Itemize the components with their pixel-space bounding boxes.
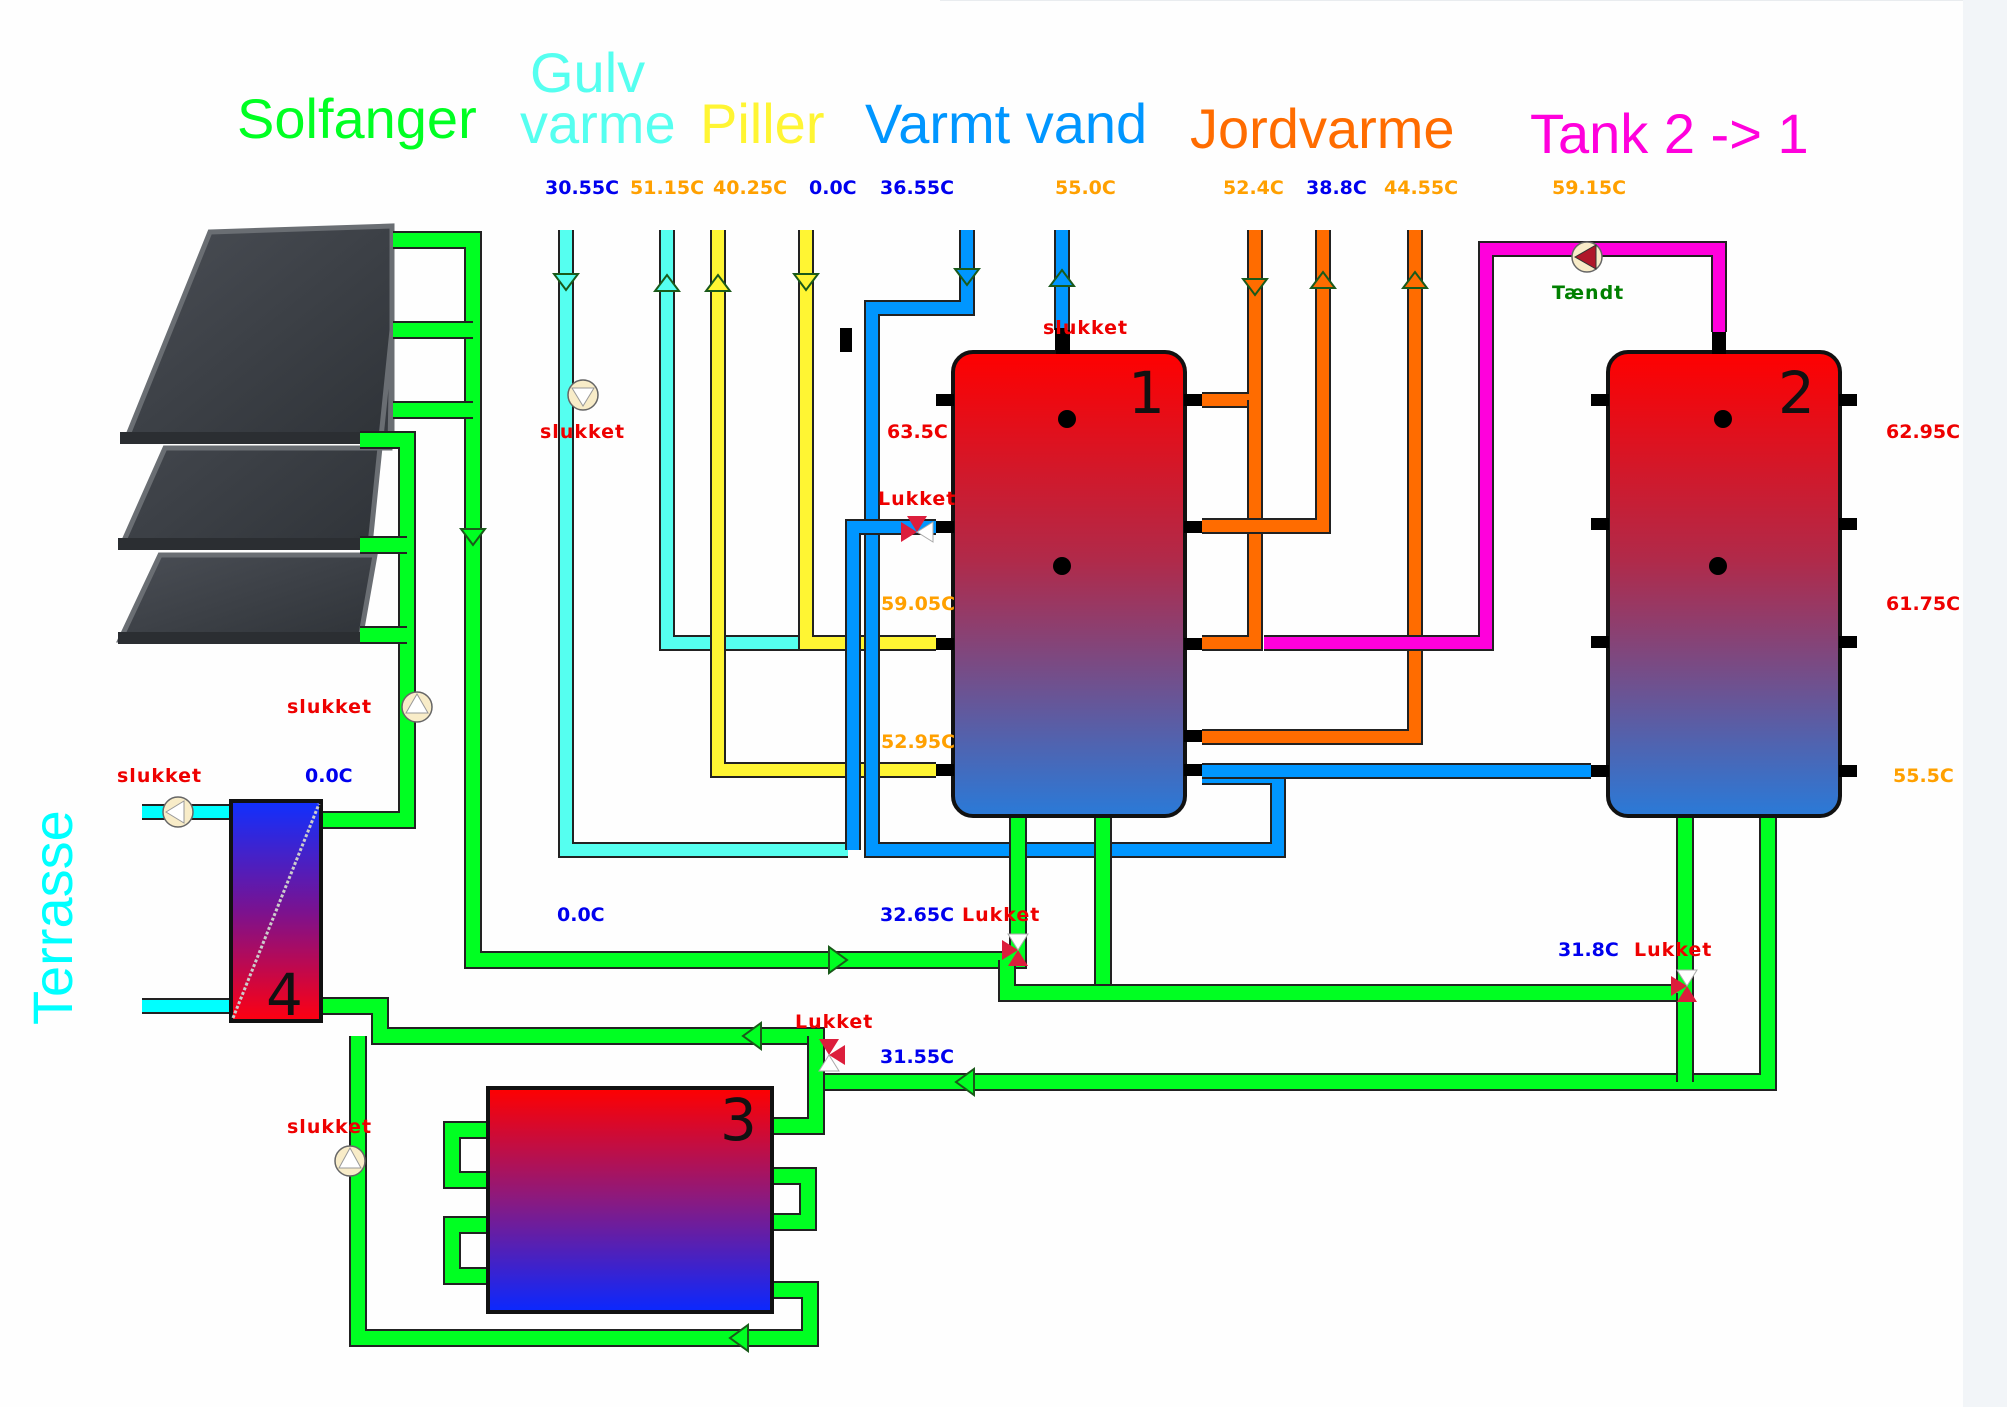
flow-arrow-tank3-top [741,1021,762,1051]
tank-1-coil-inlet-temp: 32.65C [880,904,954,926]
heat-exchanger-temp: 0.0C [305,765,353,787]
pipe-piller-return [712,230,936,776]
flow-arrow-piller-return [704,273,732,292]
temp-gulv-supply: 30.55C [545,177,619,199]
pump-tank2-to-1[interactable] [1571,241,1603,273]
title-tank2-to-1: Tank 2 -> 1 [1530,102,1809,165]
temp-varmtvand-cold: 36.55C [880,177,954,199]
side-panel [1963,0,2007,1407]
valve-tank3-status: Lukket [795,1011,873,1033]
pipes [142,230,1777,1353]
tank-2-coil-top-dot [1714,410,1732,428]
tank-2-coil-bottom-dot [1709,557,1727,575]
pump-tank2-to-1-status: Tændt [1552,282,1624,304]
title-piller: Piller [700,92,824,155]
tank-2-temp-mid: 61.75C [1886,593,1960,615]
flow-arrow-gulv-return [653,273,681,292]
flow-arrow-jord-1 [1241,278,1269,297]
flow-arrow-piller-supply [792,273,820,292]
valve-tank1-coil[interactable] [1002,933,1029,966]
tank-2[interactable]: 2 [1591,332,1857,818]
tank-1-coil-bottom-dot [1053,557,1071,575]
flow-arrow-varmtvand-hot [1048,268,1076,287]
pump-gulvvarme[interactable] [567,379,599,411]
pipe-tank3-loop [772,1036,823,1133]
tank-1-top-status: slukket [1043,317,1128,339]
valve-tank3[interactable] [818,1039,845,1072]
title-gulvvarme-line1: Gulv [530,41,645,104]
heating-system-diagram: Solfanger Gulv varme Piller Varmt vand J… [21,41,1960,1353]
pipe-gulvvarme-return [661,230,802,649]
valve-tank1-coil-status: Lukket [962,904,1040,926]
temp-piller-supply: 0.0C [809,177,857,199]
flow-arrow-return-left [954,1067,975,1097]
pipe-jord-1-outline [1202,230,1263,408]
top-border-line [940,0,1963,1]
pipe-gulvvarme-supply [560,230,848,856]
pipe-jord-3 [1202,230,1421,743]
flow-arrow-solar-right [828,945,849,975]
tank-1[interactable]: 1 [840,328,1202,818]
tank-2-coil-inlet-temp: 31.8C [1558,939,1619,961]
pump-solfanger[interactable] [401,691,433,723]
tank-1-number: 1 [1128,359,1165,427]
pipe-jord-1b [1202,400,1261,649]
pump-heat-exchanger-status: slukket [117,765,202,787]
flow-arrow-jord-2 [1309,270,1337,289]
pipe-jord-3-outline [1202,230,1423,745]
pump-tank3-loop-status: slukket [287,1116,372,1138]
temp-jord-1: 52.4C [1223,177,1284,199]
heat-exchanger-4[interactable]: 4 [229,799,323,1029]
flow-arrow-solar-down [459,528,487,547]
temp-gulv-return: 51.15C [630,177,704,199]
pipe-tank2-to-1 [1264,243,1725,649]
pipe-tank3-loop-bottom [351,1036,817,1345]
temp-varmtvand-hot: 55.0C [1055,177,1116,199]
tank-2-number: 2 [1778,359,1815,427]
valve-tank2-coil-status: Lukket [1634,939,1712,961]
solar-return-temp: 0.0C [557,904,605,926]
flow-arrow-tank3-bottom [728,1323,749,1353]
tank-3-number: 3 [720,1086,757,1154]
flow-arrow-gulv-supply [552,273,580,292]
solar-collectors [116,223,395,644]
tank-1-temp-bottom: 52.95C [881,731,955,753]
solar-panel-3 [116,552,378,644]
title-jordvarme: Jordvarme [1190,97,1455,160]
tank-3-inlet-temp: 31.55C [880,1046,954,1068]
flow-arrow-jord-3 [1401,270,1429,289]
valve-varmtvand-status: Lukket [878,488,956,510]
tank-1-coil-top-dot [1058,410,1076,428]
pump-gulvvarme-status: slukket [540,421,625,443]
tank-2-temp-bottom: 55.5C [1893,765,1954,787]
tank-3[interactable]: 3 [486,1086,774,1314]
top-temperature-row: 30.55C 51.15C 40.25C 0.0C 36.55C 55.0C 5… [545,177,1626,199]
valve-tank2-coil[interactable] [1671,969,1698,1002]
title-varmt-vand: Varmt vand [865,92,1147,155]
pump-heat-exchanger[interactable] [162,796,194,828]
tank-1-temp-mid: 59.05C [881,593,955,615]
tank-1-temp-top: 63.5C [887,421,948,443]
temp-jord-3: 44.55C [1384,177,1458,199]
title-gulvvarme-line2: varme [520,92,676,155]
pump-tank3-loop[interactable] [334,1145,366,1177]
pipe-jord-2 [1202,230,1329,532]
pump-solfanger-status: slukket [287,696,372,718]
temp-jord-2: 38.8C [1306,177,1367,199]
tank-2-temp-top: 62.95C [1886,421,1960,443]
heat-exchanger-4-number: 4 [266,961,303,1029]
title-solfanger: Solfanger [237,87,477,150]
pipe-tank3-coil-left-1 [445,1123,488,1187]
title-terrasse: Terrasse [21,810,84,1025]
flow-arrow-varmtvand-cold [953,268,981,287]
pipe-gulvvarme-return-outline [659,230,802,651]
pipe-piller-supply [800,230,936,649]
temp-piller-return: 40.25C [713,177,787,199]
valve-varmtvand[interactable] [901,516,934,543]
solar-panel-1 [120,223,395,444]
pipe-tank3-coil-right [772,1169,815,1229]
pipe-tank3-coil-left-2 [445,1218,488,1283]
temp-tank2-to-1: 59.15C [1552,177,1626,199]
